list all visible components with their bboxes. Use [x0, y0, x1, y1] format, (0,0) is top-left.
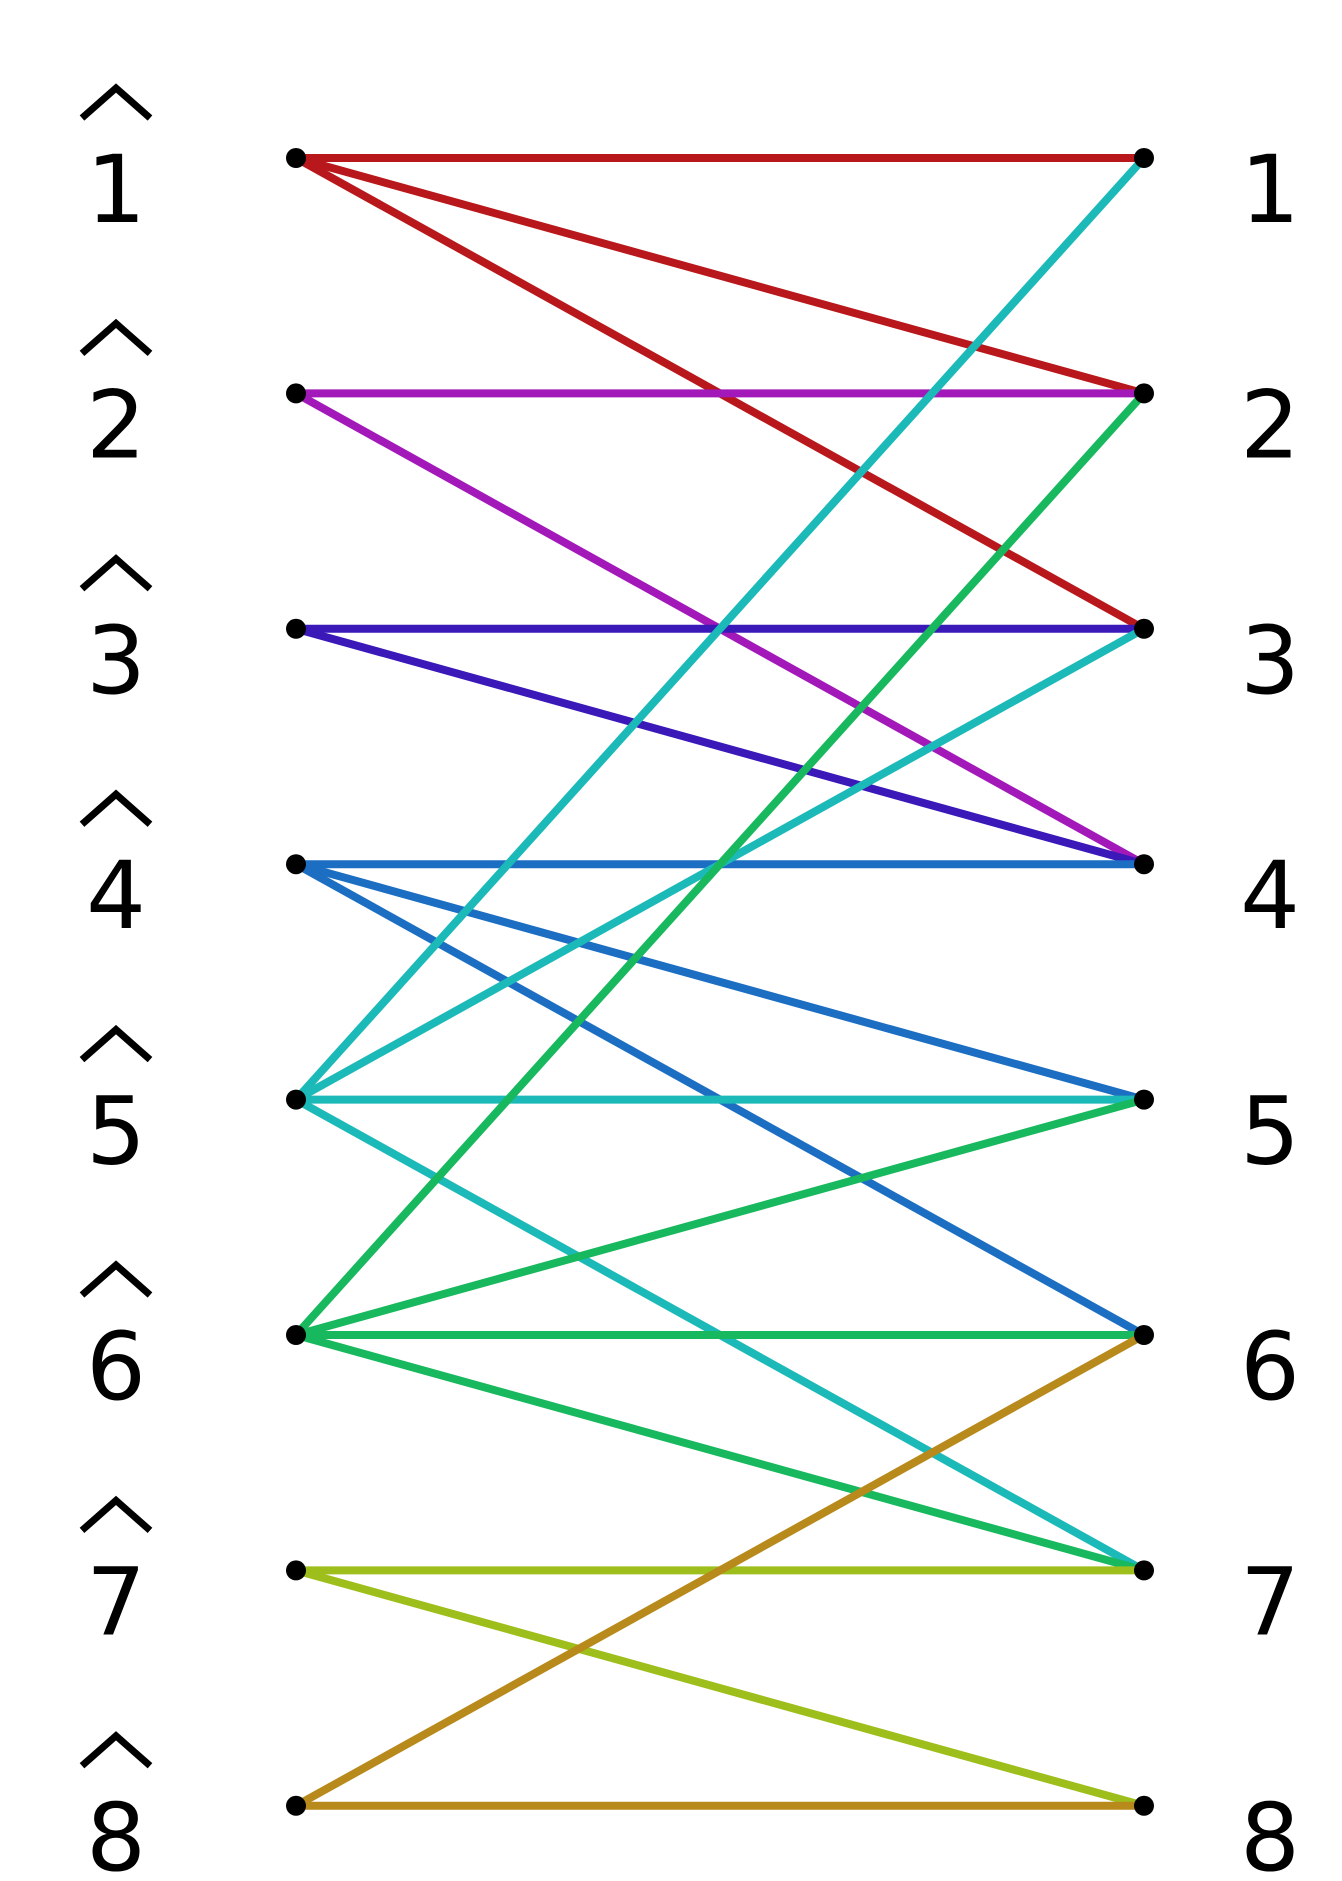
edge-5-1	[293, 155, 1147, 1103]
hat-accent-icon	[79, 554, 153, 592]
edge-7-8	[294, 1566, 1146, 1810]
left-node-dot-5	[286, 1089, 306, 1110]
left-node-label-1: 1	[79, 83, 153, 245]
left-node-label-7: 7	[79, 1495, 153, 1657]
left-node-label-2: 2	[79, 318, 153, 480]
edge-6-2	[293, 390, 1147, 1338]
right-node-dot-6	[1134, 1325, 1154, 1345]
left-node-label-4: 4	[79, 789, 153, 951]
edge-3-4	[294, 624, 1146, 869]
right-node-label-3: 3	[1240, 607, 1300, 716]
right-node-dot-8	[1134, 1795, 1154, 1816]
left-node-number: 8	[86, 1784, 146, 1881]
edge-6-5	[294, 1095, 1146, 1339]
node-dots-layer	[286, 148, 1154, 1816]
left-node-dot-8	[286, 1795, 306, 1816]
hat-accent-icon	[79, 1024, 153, 1063]
right-node-dot-7	[1134, 1560, 1154, 1581]
right-node-label-1: 1	[1240, 136, 1300, 245]
right-node-label-2: 2	[1240, 371, 1300, 480]
left-node-dot-3	[286, 618, 306, 639]
left-node-label-3: 3	[79, 554, 153, 716]
edge-6-7	[294, 1331, 1146, 1575]
right-node-dot-3	[1134, 618, 1154, 639]
left-node-dot-2	[286, 383, 306, 404]
left-labels-layer: 1 2 3 4 5 6 7 8	[79, 83, 153, 1881]
left-node-dot-4	[286, 854, 306, 875]
left-node-dot-6	[286, 1325, 306, 1345]
right-node-dot-2	[1134, 383, 1154, 404]
left-node-number: 7	[86, 1548, 146, 1657]
edges-layer	[293, 154, 1147, 1810]
left-node-number: 4	[86, 842, 146, 951]
left-node-number: 1	[86, 136, 146, 245]
left-node-dot-7	[286, 1560, 306, 1581]
hat-accent-icon	[79, 83, 153, 121]
right-node-label-6: 6	[1240, 1313, 1300, 1422]
edge-4-5	[294, 860, 1146, 1104]
edge-1-2	[294, 154, 1146, 398]
right-labels-layer: 1 2 3 4 5 6 7 8	[1240, 136, 1300, 1881]
left-node-label-6: 6	[79, 1260, 153, 1422]
left-node-number: 6	[86, 1313, 146, 1422]
hat-accent-icon	[79, 1260, 153, 1298]
hat-accent-icon	[79, 1731, 153, 1769]
right-node-dot-1	[1134, 148, 1154, 168]
right-node-label-8: 8	[1240, 1784, 1300, 1881]
left-node-number: 3	[86, 607, 146, 716]
right-node-label-4: 4	[1240, 842, 1300, 951]
right-node-dot-4	[1134, 854, 1154, 875]
left-node-number: 2	[86, 371, 146, 480]
left-node-dot-1	[286, 148, 306, 168]
left-node-number: 5	[86, 1078, 146, 1187]
hat-accent-icon	[79, 1495, 153, 1534]
right-node-label-5: 5	[1240, 1078, 1300, 1187]
left-node-label-8: 8	[79, 1731, 153, 1881]
right-node-label-7: 7	[1240, 1548, 1300, 1657]
edge-8-6	[294, 1331, 1146, 1810]
hat-accent-icon	[79, 789, 153, 827]
left-node-label-5: 5	[79, 1024, 153, 1187]
hat-accent-icon	[79, 318, 153, 357]
right-node-dot-5	[1134, 1089, 1154, 1110]
